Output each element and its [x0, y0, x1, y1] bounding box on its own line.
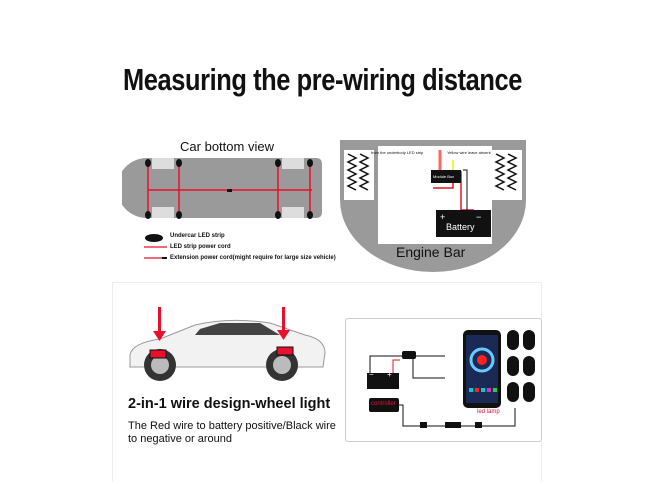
battery-label: Battery — [446, 222, 475, 232]
car-bottom-diagram — [122, 158, 322, 259]
car-bottom-view-title: Car bottom view — [180, 139, 274, 154]
car-side-image — [129, 307, 326, 381]
from-strip-label: from the underbody LED strip — [371, 150, 424, 155]
module-box-label: Module Box — [433, 174, 455, 179]
engine-bar-diagram — [340, 140, 526, 272]
wiring-minus: − — [369, 370, 374, 379]
yellow-wire-label: Yellow wire leave absent — [447, 150, 491, 155]
controller-label: controller — [371, 401, 396, 407]
wheel-light-description: The Red wire to battery positive/Black w… — [128, 420, 336, 445]
page-title: Measuring the pre-wiring distance — [123, 62, 522, 97]
engine-bar-label: Engine Bar — [396, 244, 466, 260]
led-lamp-label: led lamp — [477, 409, 500, 415]
plus-label: + — [440, 212, 446, 222]
wheel-light-title: 2-in-1 wire design-wheel light — [128, 396, 331, 412]
wiring-panel — [345, 318, 542, 442]
legend-undercar-strip: Undercar LED strip — [170, 233, 225, 239]
wiring-plus: + — [387, 370, 392, 379]
minus-label: − — [476, 212, 482, 222]
legend-extension-cord: Extension power cord(might require for l… — [170, 255, 336, 261]
legend-power-cord: LED strip power cord — [170, 244, 231, 250]
wiring-diagram — [367, 330, 535, 428]
